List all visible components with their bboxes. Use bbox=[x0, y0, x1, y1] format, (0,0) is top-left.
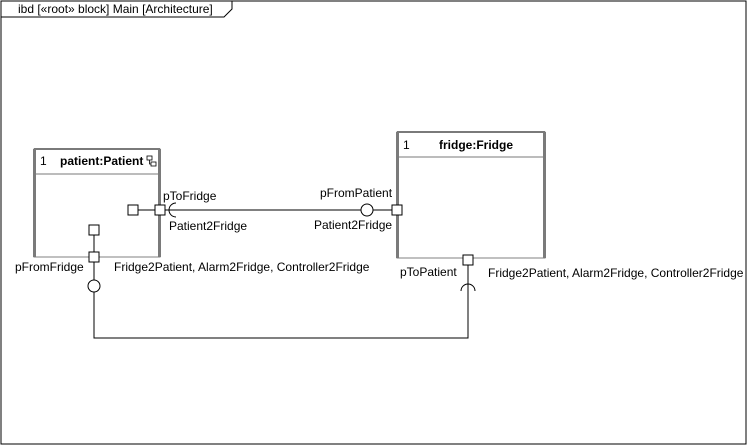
fridge-multiplicity: 1 bbox=[403, 138, 410, 152]
frame-title: ibd [«root» block] Main [Architecture] bbox=[18, 2, 213, 16]
bottom-connector[interactable] bbox=[93, 286, 469, 339]
fridge-block-name: fridge:Fridge bbox=[439, 138, 513, 152]
decomposition-icon bbox=[146, 155, 157, 167]
port-pToFridge[interactable] bbox=[154, 204, 166, 216]
interface-label-fridge-top: Patient2Fridge bbox=[314, 218, 392, 232]
patient-multiplicity: 1 bbox=[40, 154, 47, 168]
frame-title-tab bbox=[1, 1, 233, 18]
patient-block[interactable]: 1 patient:Patient bbox=[33, 148, 161, 258]
interface-label-fridge-bottom: Fridge2Patient, Alarm2Fridge, Controller… bbox=[488, 266, 744, 280]
fridge-block[interactable]: 1 fridge:Fridge bbox=[396, 131, 546, 259]
patient-bottom-aux-port[interactable] bbox=[88, 224, 100, 236]
provided-interface-ball-bottom bbox=[87, 279, 101, 293]
required-interface-socket bbox=[168, 202, 177, 218]
port-pFromPatient[interactable] bbox=[391, 204, 403, 216]
port-label-pFromPatient: pFromPatient bbox=[320, 186, 393, 200]
port-pFromFridge[interactable] bbox=[88, 251, 100, 263]
patient-block-name: patient:Patient bbox=[60, 154, 143, 168]
interface-label-patient-top: Patient2Fridge bbox=[169, 219, 247, 233]
port-pToPatient[interactable] bbox=[462, 254, 474, 266]
port-label-pToFridge: pToFridge bbox=[163, 189, 217, 203]
port-label-pFromFridge: pFromFridge bbox=[15, 260, 84, 274]
provided-interface-ball bbox=[360, 203, 374, 217]
patient-left-port[interactable] bbox=[127, 204, 139, 216]
port-label-pToPatient: pToPatient bbox=[400, 265, 457, 279]
interface-label-patient-bottom: Fridge2Patient, Alarm2Fridge, Controller… bbox=[114, 260, 370, 274]
